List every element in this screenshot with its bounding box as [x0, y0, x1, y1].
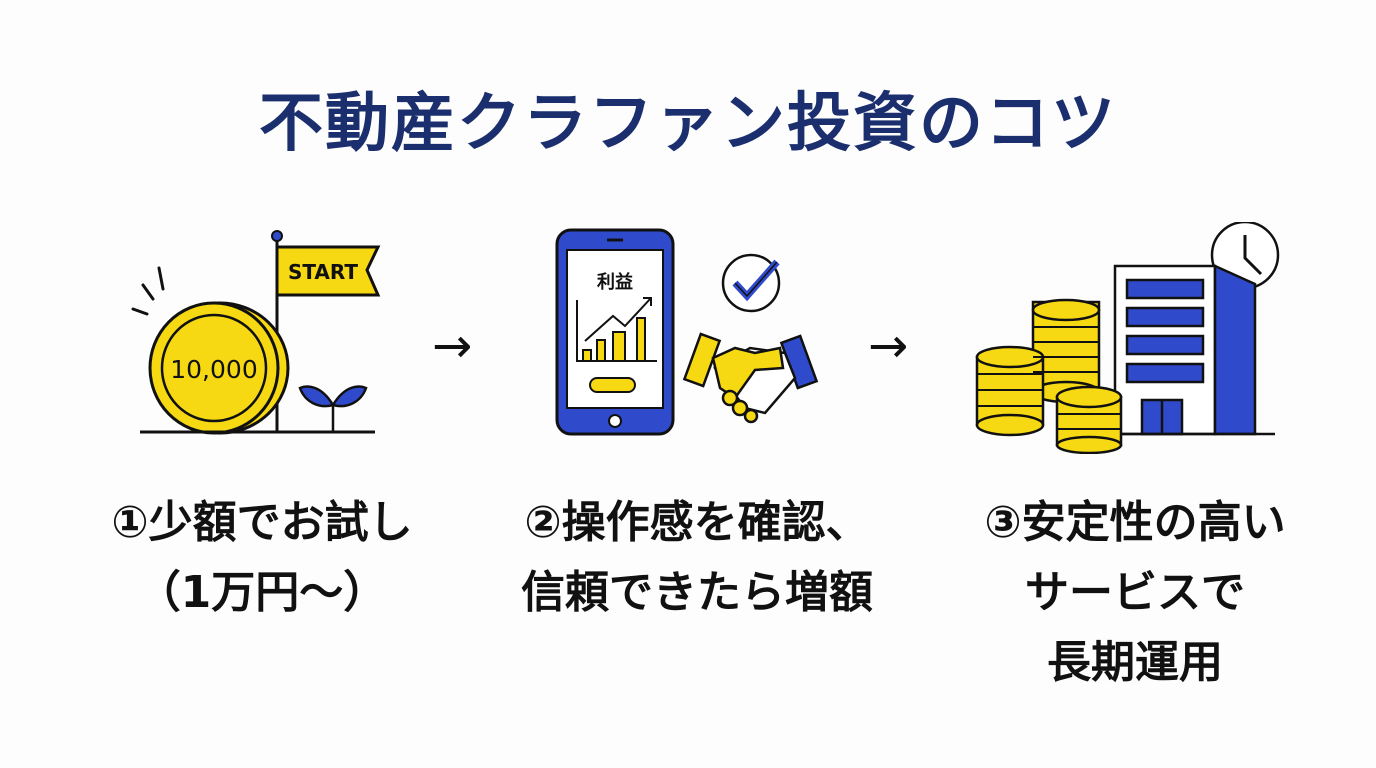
sparkle-icon — [131, 266, 165, 316]
caption-line: 長期運用 — [1047, 637, 1223, 688]
caption-line: ①少額でお試し — [111, 497, 413, 548]
start-illustration: START 10,000 — [131, 230, 381, 435]
arrow-icon: → — [868, 318, 909, 374]
step-2-caption: ②操作感を確認、 信頼できたら増額 — [477, 488, 917, 628]
long-term-illustration — [975, 222, 1280, 454]
arrow-icon: → — [432, 318, 473, 374]
sprout-icon — [298, 385, 368, 432]
flag-label: START — [288, 260, 358, 284]
building-icon — [1085, 264, 1275, 436]
page-title: 不動産クラファン投資のコツ — [259, 87, 1117, 161]
step-1-caption: ①少額でお試し （1万円〜） — [42, 488, 482, 628]
caption-line: ②操作感を確認、 — [524, 497, 870, 548]
coin-stacks-icon — [975, 298, 1123, 454]
caption-line: サービスで — [1025, 567, 1245, 618]
screen-label: 利益 — [597, 271, 633, 293]
caption-line: ③安定性の高い — [984, 497, 1286, 548]
coin-label: 10,000 — [170, 355, 257, 384]
bar-chart-icon — [576, 297, 657, 362]
coin-icon: 10,000 — [148, 301, 290, 435]
caption-line: 信頼できたら増額 — [521, 567, 873, 618]
smartphone-icon: 利益 — [555, 228, 675, 436]
check-circle-icon — [721, 253, 781, 313]
handshake-icon — [682, 332, 819, 424]
step-3-caption: ③安定性の高い サービスで 長期運用 — [915, 488, 1355, 698]
caption-line: （1万円〜） — [136, 567, 388, 618]
app-trust-illustration: 利益 — [555, 228, 819, 436]
